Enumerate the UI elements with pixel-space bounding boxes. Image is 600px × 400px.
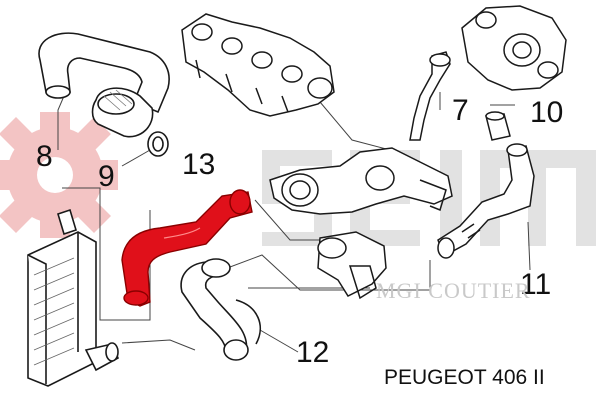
intercooler [27, 208, 120, 387]
callout-part-11: 11 [520, 268, 552, 301]
watermark-gear-logo [0, 112, 118, 238]
part-12-hose [180, 258, 261, 361]
center-duct-assembly [269, 147, 453, 215]
part-9-sleeve [91, 87, 169, 157]
vehicle-model-label: PEUGEOT 406 II [384, 366, 545, 389]
callout-part-8: 8 [36, 140, 53, 173]
intake-manifold [181, 13, 335, 117]
part-11-pipe [437, 143, 535, 259]
part-7-pipe [409, 51, 451, 141]
callout-part-9: 9 [98, 160, 115, 193]
callout-part-12: 12 [296, 336, 330, 369]
part-8-intake-pipe [38, 32, 170, 114]
leader-lines [57, 92, 531, 353]
throttle-body [461, 5, 567, 91]
callout-part-10: 10 [530, 96, 564, 129]
part-13-hose-highlighted [121, 189, 253, 307]
part-10-sleeve [485, 111, 511, 141]
callout-part-7: 7 [452, 94, 469, 127]
watermark-brand-text: MGI COUTIER [376, 278, 531, 303]
callout-part-13: 13 [182, 148, 216, 181]
egr-valve [317, 231, 387, 300]
